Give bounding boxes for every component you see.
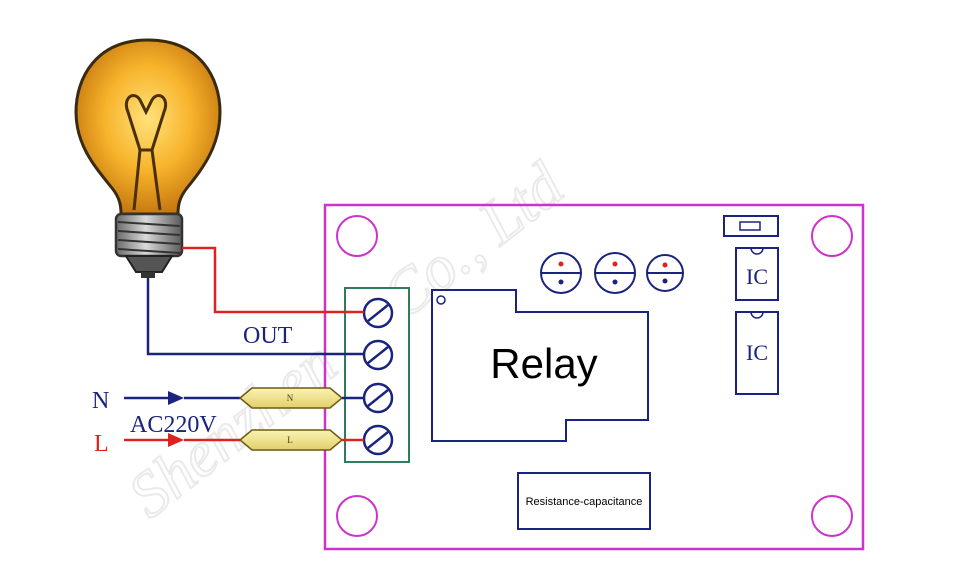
arrow-right-icon — [124, 433, 240, 447]
svg-text:L: L — [287, 435, 293, 445]
mounting-hole-icon — [336, 495, 378, 537]
mounting-hole-icon — [811, 495, 853, 537]
mounting-hole-icon — [336, 215, 378, 257]
svg-text:IC: IC — [746, 340, 768, 365]
relay-pin1-marker — [436, 295, 446, 305]
ic-chip-top: IC — [735, 247, 779, 301]
capacitor-icon — [540, 252, 582, 294]
arrow-right-icon — [124, 391, 240, 405]
screw-terminal-icon[interactable] — [362, 382, 394, 414]
relay-label: Relay — [490, 340, 597, 387]
capacitor-icon — [594, 252, 636, 294]
live-wire-out — [182, 246, 364, 314]
rc-module-label: Resistance-capacitance — [526, 496, 643, 508]
svg-text:IC: IC — [746, 264, 768, 289]
ic-chip-bottom: IC — [735, 311, 779, 395]
neutral-wire-out — [146, 278, 364, 356]
mounting-hole-icon — [811, 215, 853, 257]
screw-terminal-icon[interactable] — [362, 297, 394, 329]
screw-terminal-icon[interactable] — [362, 339, 394, 371]
capacitor-icon — [646, 254, 684, 292]
screw-terminal-icon[interactable] — [362, 424, 394, 456]
live-label: L — [94, 431, 109, 457]
neutral-label: N — [92, 388, 109, 414]
relay-body — [431, 289, 649, 442]
svg-text:N: N — [287, 393, 294, 403]
light-bulb-icon — [74, 38, 222, 278]
relay-board — [323, 203, 865, 551]
rc-module — [517, 472, 651, 530]
out-label: OUT — [243, 323, 293, 349]
plug-icon: L — [238, 429, 344, 451]
supply-label: AC220V — [130, 412, 217, 438]
plug-icon: N — [238, 387, 344, 409]
